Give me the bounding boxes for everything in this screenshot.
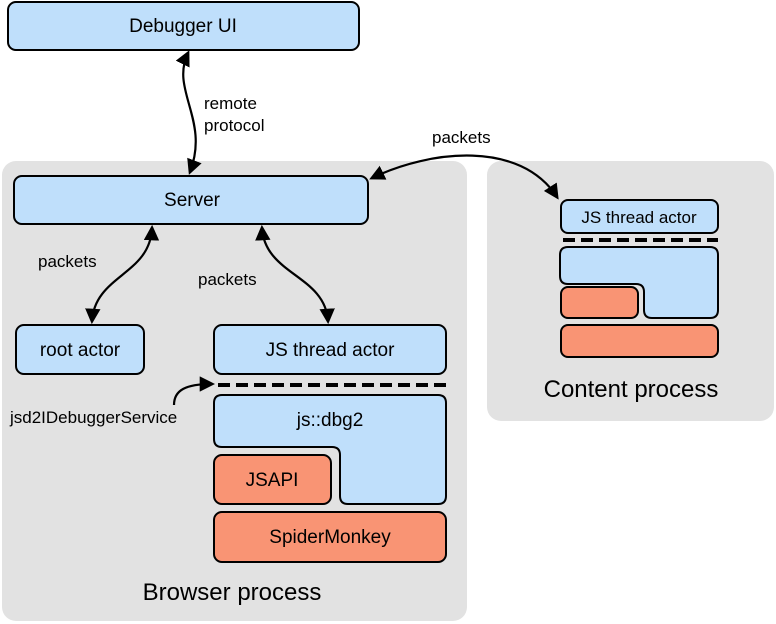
root-actor-box xyxy=(15,324,145,375)
js-dbg2-label: js::dbg2 xyxy=(296,410,364,431)
remote-protocol-label-line1: remote xyxy=(204,94,257,113)
packets-root-arrow xyxy=(85,224,160,325)
jsapi-box xyxy=(213,454,332,505)
spidermonkey-box xyxy=(213,511,447,563)
packets-content-label: packets xyxy=(432,128,491,147)
content-spidermonkey-box xyxy=(560,324,719,358)
js-thread-actor-box xyxy=(213,324,447,375)
jsapi-label: JSAPI xyxy=(246,470,299,491)
packets-thread-label: packets xyxy=(198,270,257,289)
content-jsapi-box xyxy=(560,286,639,319)
jsd2-service-label: jsd2IDebuggerService xyxy=(9,408,177,427)
debugger-ui-box xyxy=(7,1,360,51)
root-actor-label: root actor xyxy=(40,340,121,361)
js-thread-actor-label: JS thread actor xyxy=(266,340,396,361)
server-box xyxy=(13,175,369,225)
packets-content-arrow xyxy=(369,154,559,200)
packets-thread-arrow xyxy=(255,224,335,325)
spidermonkey-label: SpiderMonkey xyxy=(269,527,391,548)
content-process-label: Content process xyxy=(544,376,719,403)
content-js-thread-actor-label: JS thread actor xyxy=(581,208,697,227)
content-js-thread-actor-box xyxy=(560,199,719,234)
remote-protocol-arrow xyxy=(175,50,202,175)
content-js-dbg2-box xyxy=(559,246,719,319)
server-label: Server xyxy=(164,190,221,211)
remote-protocol-label-line2: protocol xyxy=(204,116,264,135)
packets-root-label: packets xyxy=(38,252,97,271)
js-dbg2-box xyxy=(213,394,447,505)
debugger-ui-label: Debugger UI xyxy=(129,16,237,37)
browser-process-label: Browser process xyxy=(143,579,322,606)
jsd2-service-arrow xyxy=(172,376,216,406)
